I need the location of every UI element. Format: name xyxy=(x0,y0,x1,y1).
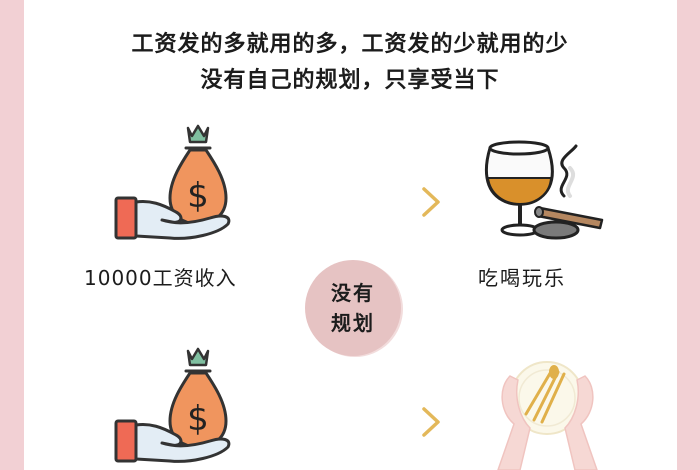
badge-line-2: 规划 xyxy=(331,311,375,335)
money-bag-in-hand-icon: $ xyxy=(114,124,231,240)
money-bag-in-hand-icon: $ xyxy=(114,347,231,463)
svg-text:$: $ xyxy=(187,399,209,439)
headline-line-2: 没有自己的规划，只享受当下 xyxy=(200,68,500,93)
brandy-and-cigar-icon xyxy=(484,140,604,240)
income-label: 10000工资收入 xyxy=(84,266,237,290)
no-plan-badge: 没有 规划 xyxy=(305,260,401,356)
spend-label: 吃喝玩乐 xyxy=(478,266,566,290)
svg-text:$: $ xyxy=(187,176,209,216)
headline-line-1: 工资发的多就用的多，工资发的少就用的少 xyxy=(131,32,569,57)
empty-plate-chopsticks-icon xyxy=(497,361,598,470)
left-pink-border xyxy=(0,0,24,470)
right-pink-border xyxy=(677,0,700,470)
badge-line-1: 没有 xyxy=(331,281,375,305)
arrow-right-icon xyxy=(284,187,440,217)
arrow-right-icon xyxy=(284,407,440,437)
